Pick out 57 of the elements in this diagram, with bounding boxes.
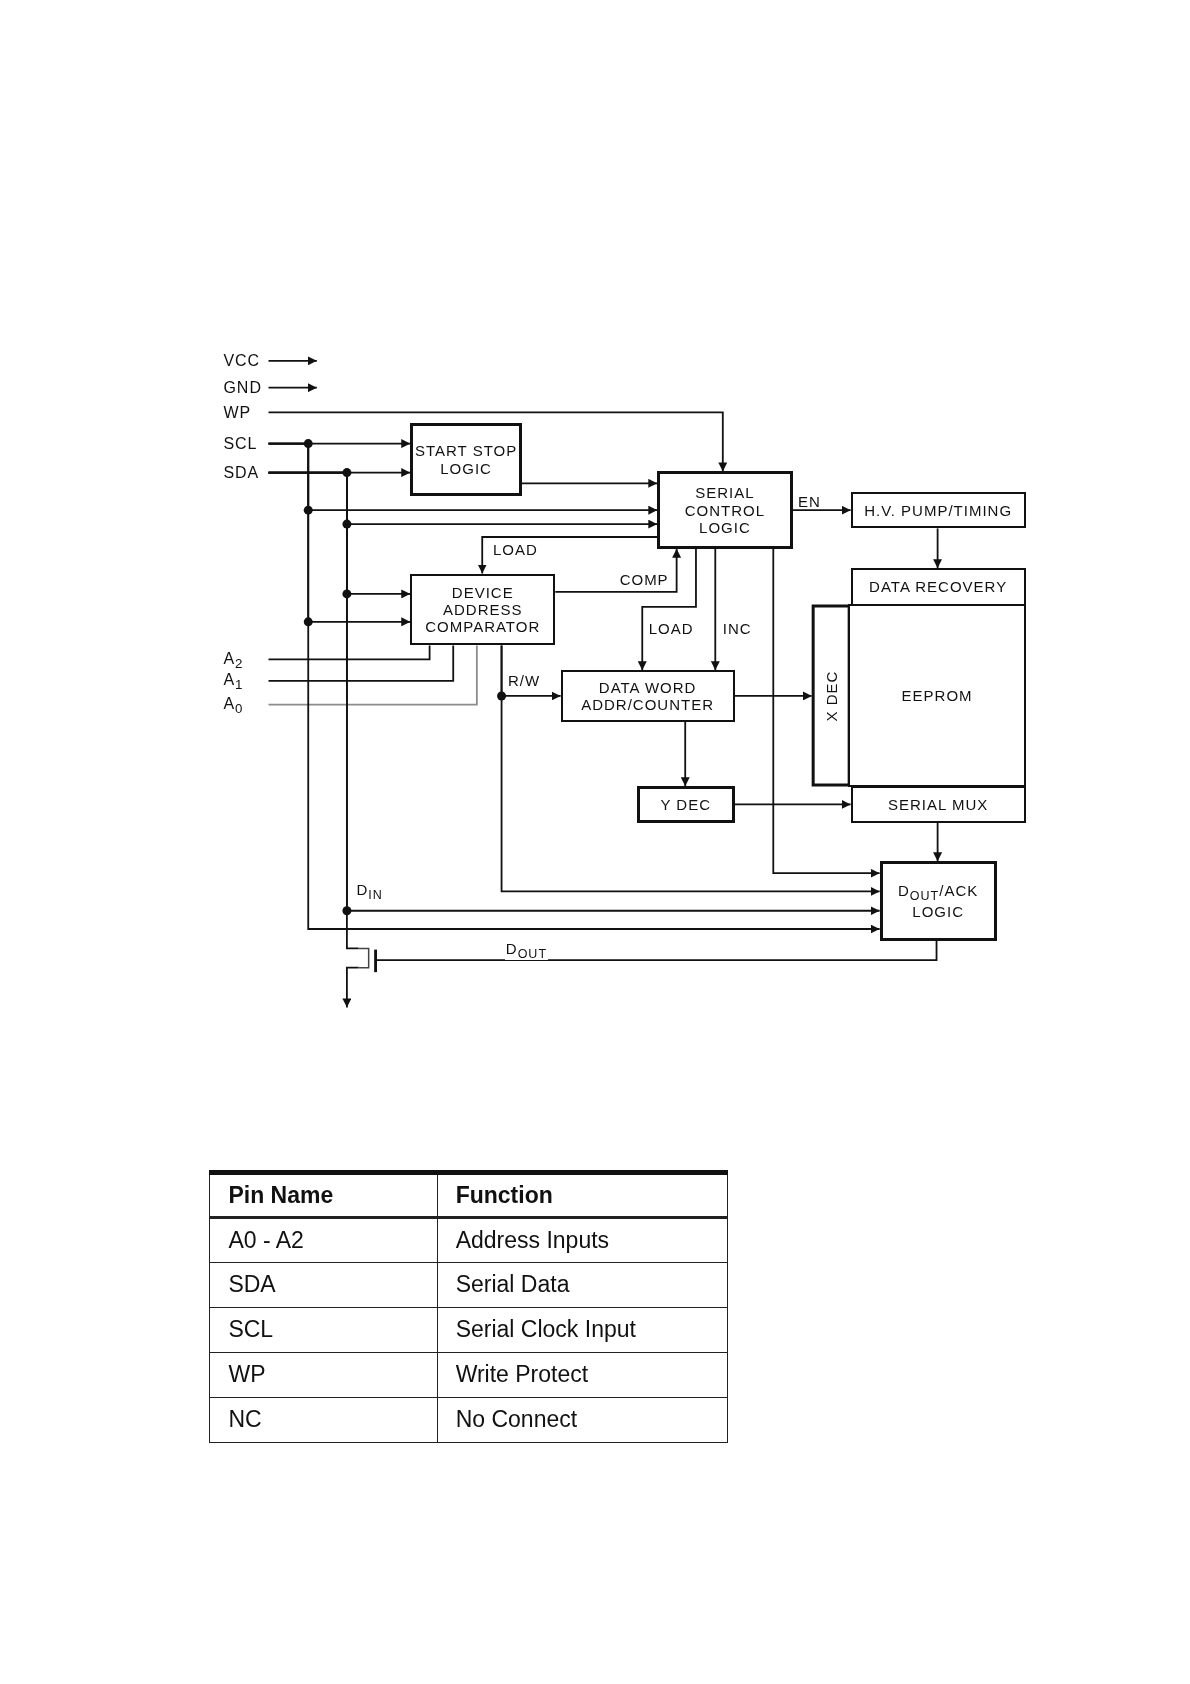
arrow	[500, 644, 881, 896]
signal-line	[376, 939, 938, 962]
arrow	[933, 821, 943, 863]
arrow	[791, 505, 852, 515]
logic-block: H.V. PUMP/TIMING	[850, 491, 1026, 529]
logic-block: Y DEC	[636, 786, 735, 823]
pin-label: VCC	[223, 351, 267, 371]
pin-label: WP	[223, 403, 267, 424]
table-cell: SCL	[209, 1307, 438, 1353]
arrow	[267, 383, 318, 393]
signal-line	[267, 644, 455, 682]
table-cell: NC	[209, 1397, 438, 1443]
decoder-block: X DEC	[811, 604, 851, 787]
arrow	[342, 966, 360, 1009]
arrow	[680, 720, 690, 788]
logic-block: D$_{OUT}$/ACK LOGIC	[879, 861, 997, 941]
pin-label: A$_{2}$	[223, 649, 267, 672]
pin-label: GND	[223, 378, 267, 398]
logic-block: DATA RECOVERY	[850, 568, 1026, 606]
arrow	[267, 411, 728, 473]
edge-label: COMP	[618, 572, 670, 588]
pin-label: SDA	[223, 463, 267, 484]
logic-block: START STOP LOGIC	[410, 423, 522, 497]
pin-label: A$_{1}$	[223, 671, 267, 693]
edge-label: R/W	[506, 673, 542, 689]
pin-label: SCL	[223, 434, 267, 455]
table-cell: Address Inputs	[437, 1217, 728, 1263]
arrow	[933, 527, 943, 570]
column-header: Pin Name	[209, 1172, 438, 1218]
table-cell: SDA	[209, 1262, 438, 1308]
arrow	[772, 547, 881, 878]
logic-block: SERIAL CONTROL LOGIC	[657, 471, 793, 549]
logic-block: DATA WORD ADDR/COUNTER	[560, 670, 735, 722]
arrow	[554, 547, 682, 593]
arrow	[521, 478, 659, 488]
table-cell: No Connect	[437, 1397, 728, 1443]
edge-label: LOAD	[491, 542, 539, 558]
table-cell: A0 - A2	[209, 1217, 438, 1263]
arrow	[267, 356, 318, 366]
signal-line	[267, 644, 478, 706]
signal-line	[267, 644, 431, 661]
column-header: Function	[437, 1172, 728, 1218]
logic-block: EEPROM	[848, 603, 1026, 788]
arrow	[733, 799, 852, 809]
logic-block: SERIAL MUX	[850, 786, 1026, 823]
logic-block: DEVICE ADDRESS COMPARATOR	[410, 573, 556, 646]
arrow	[637, 547, 697, 672]
table-cell: Serial Clock Input	[437, 1307, 728, 1353]
edge-label: EN	[796, 494, 822, 510]
arrow	[710, 547, 720, 672]
signal-line	[267, 471, 360, 950]
arrow	[477, 536, 659, 575]
table-cell: Write Protect	[437, 1352, 728, 1398]
pin-label: A$_{0}$	[223, 694, 267, 717]
table-cell: Serial Data	[437, 1262, 728, 1308]
table-cell: WP	[209, 1352, 438, 1398]
arrow	[733, 691, 813, 701]
